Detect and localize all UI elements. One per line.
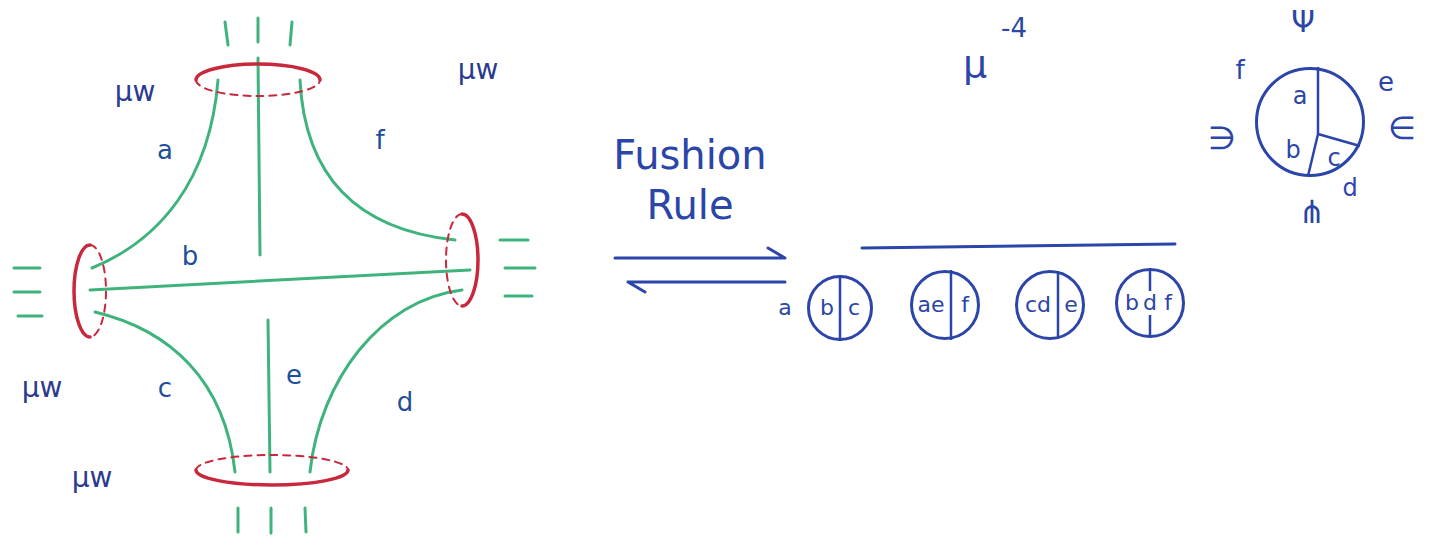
- circle-outline: [1255, 67, 1365, 177]
- fusion-circle: aef: [910, 270, 980, 340]
- circle-label: b: [1125, 292, 1139, 314]
- leg-symbol: ⋔: [1299, 196, 1326, 228]
- tick-marks: [14, 18, 535, 533]
- circle-label: f: [1164, 292, 1172, 314]
- fusion-circle: bdf: [1115, 268, 1185, 338]
- circle-label: b: [1285, 138, 1300, 162]
- strand-label: c: [158, 375, 172, 401]
- circle-label: e: [1064, 294, 1078, 316]
- loop-weight: μw: [115, 78, 156, 106]
- circle-label: f: [961, 294, 969, 316]
- leg-symbol: Ψ: [1291, 7, 1315, 37]
- leg-symbol: ∈: [1388, 112, 1416, 144]
- region-label: e: [1378, 69, 1394, 95]
- circle-label: c: [1327, 146, 1340, 170]
- strand-label: e: [286, 362, 302, 388]
- circle-label: a: [778, 297, 791, 319]
- circle-label: d: [1342, 176, 1357, 200]
- circle-label: c: [848, 297, 860, 319]
- fusion-circle: cde: [1015, 270, 1085, 340]
- circle-label: b: [820, 297, 834, 319]
- loops: [74, 64, 478, 485]
- circle-label: cd: [1025, 294, 1051, 316]
- circle-label: d: [1143, 292, 1157, 314]
- circle-label: a: [1293, 84, 1308, 108]
- prefactor: μ: [963, 45, 987, 83]
- fusion-circle: abcd: [1255, 67, 1365, 177]
- loop-weight: μw: [458, 56, 499, 84]
- circle-outline: [807, 275, 873, 341]
- loop-weight: μw: [22, 374, 63, 402]
- circle-label: ae: [917, 294, 944, 316]
- strand-label: a: [157, 137, 173, 163]
- leg-symbol: ∋: [1208, 122, 1236, 154]
- fraction-bar: [862, 244, 1175, 248]
- strands: [90, 58, 470, 472]
- fusion-circle: abc: [807, 275, 873, 341]
- strand-label: d: [397, 389, 414, 415]
- region-label: f: [1235, 57, 1244, 83]
- strand-label: f: [375, 127, 384, 153]
- rule-name: Fushion Rule: [600, 130, 780, 230]
- equivalence-arrows: [615, 248, 785, 292]
- loop-weight: μw: [72, 464, 113, 492]
- exponent: -4: [1001, 15, 1027, 41]
- strand-label: b: [182, 243, 199, 269]
